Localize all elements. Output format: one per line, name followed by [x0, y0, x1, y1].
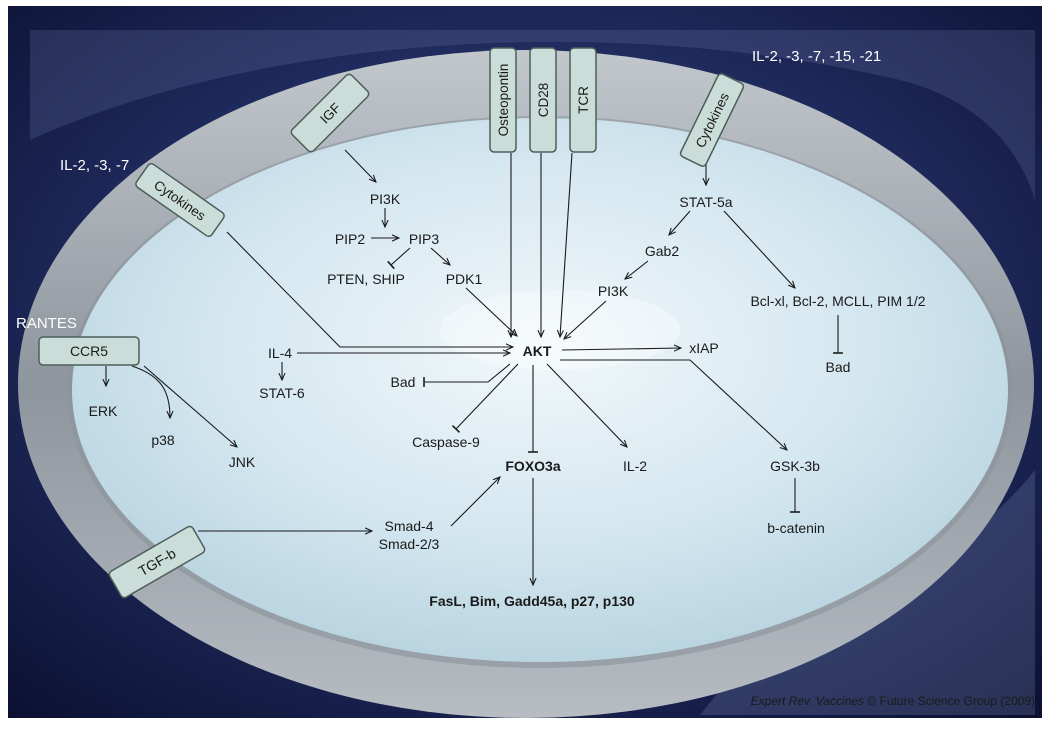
cd28-receptor: CD28: [529, 47, 557, 153]
node-xiap: xIAP: [689, 340, 719, 356]
edge-ccr5-p38: [131, 365, 170, 418]
edge-igf-pi3k: [344, 149, 376, 182]
osteopontin-label: Osteopontin: [496, 64, 511, 137]
node-gsk3b: GSK-3b: [770, 458, 820, 474]
node-il4: IL-4: [268, 345, 292, 361]
osteopontin-receptor: Osteopontin: [489, 47, 517, 153]
node-pip2: PIP2: [335, 231, 366, 247]
cd28-label: CD28: [536, 83, 551, 118]
node-bad-right: Bad: [826, 359, 851, 375]
node-akt: AKT: [523, 343, 552, 359]
node-smad4: Smad-4: [384, 518, 433, 534]
node-erk: ERK: [89, 403, 118, 419]
pathway-edges: [106, 149, 843, 585]
node-stat6: STAT-6: [259, 385, 305, 401]
node-pten-ship: PTEN, SHIP: [327, 271, 405, 287]
credit-rest: © Future Science Group (2009): [864, 694, 1035, 708]
node-b-catenin: b-catenin: [767, 520, 825, 536]
edge-pdk1-akt: [465, 287, 517, 336]
edge-pi3k-akt: [564, 300, 607, 339]
edge-ccr5-jnk: [143, 365, 237, 447]
node-foxo3a-targets: FasL, Bim, Gadd45a, p27, p130: [429, 593, 635, 609]
edge-stat5a-bcl: [723, 210, 795, 288]
node-pi3k-right: PI3K: [598, 283, 629, 299]
edge-akt-il2: [546, 363, 627, 447]
node-pi3k-top: PI3K: [370, 191, 401, 207]
node-bcl-family: Bcl-xl, Bcl-2, MCLL, PIM 1/2: [750, 293, 925, 309]
edge-akt-xiap: [561, 348, 681, 350]
node-bad-left: Bad: [391, 374, 416, 390]
node-stat5a: STAT-5a: [679, 194, 732, 210]
node-caspase9: Caspase-9: [412, 434, 480, 450]
edge-akt-gsk3b: [560, 359, 787, 450]
node-p38: p38: [151, 432, 175, 448]
rantes-label: RANTES: [16, 315, 77, 332]
il-cytokines-left-label: IL-2, -3, -7: [60, 157, 129, 174]
ccr5-receptor: CCR5: [38, 336, 140, 366]
node-pip3: PIP3: [409, 231, 440, 247]
node-gab2: Gab2: [645, 243, 679, 259]
edge-akt-caspase9: [451, 363, 519, 433]
tcr-label: TCR: [576, 86, 591, 114]
edge-pip3-pdk1: [430, 247, 450, 265]
node-foxo3a: FOXO3a: [505, 458, 560, 474]
pathway-nodes: PI3K PIP2 PIP3 PTEN, SHIP PDK1 STAT-5a G…: [89, 191, 926, 609]
tcr-receptor: TCR: [569, 47, 597, 153]
node-il2: IL-2: [623, 458, 647, 474]
edge-smad-foxo3a: [450, 477, 500, 527]
il-cytokines-top-label: IL-2, -3, -7, -15, -21: [752, 48, 881, 65]
edge-akt-bad: [423, 363, 511, 387]
credit-journal: Expert Rev. Vaccines: [751, 694, 864, 708]
igf-receptor: IGF: [290, 73, 370, 153]
node-smad23: Smad-2/3: [379, 536, 440, 552]
edge-cytokines-akt: [226, 231, 513, 347]
node-jnk: JNK: [229, 454, 256, 470]
ccr5-label: CCR5: [70, 343, 108, 359]
edge-pip3-pten: [387, 247, 411, 270]
cell-interior: [72, 118, 1008, 662]
edge-stat5a-gab2: [669, 210, 691, 235]
edge-gab2-pi3k: [625, 260, 649, 279]
node-pdk1: PDK1: [446, 271, 483, 287]
edge-tcr-akt: [560, 152, 573, 337]
credit-line: Expert Rev. Vaccines © Future Science Gr…: [751, 694, 1035, 708]
